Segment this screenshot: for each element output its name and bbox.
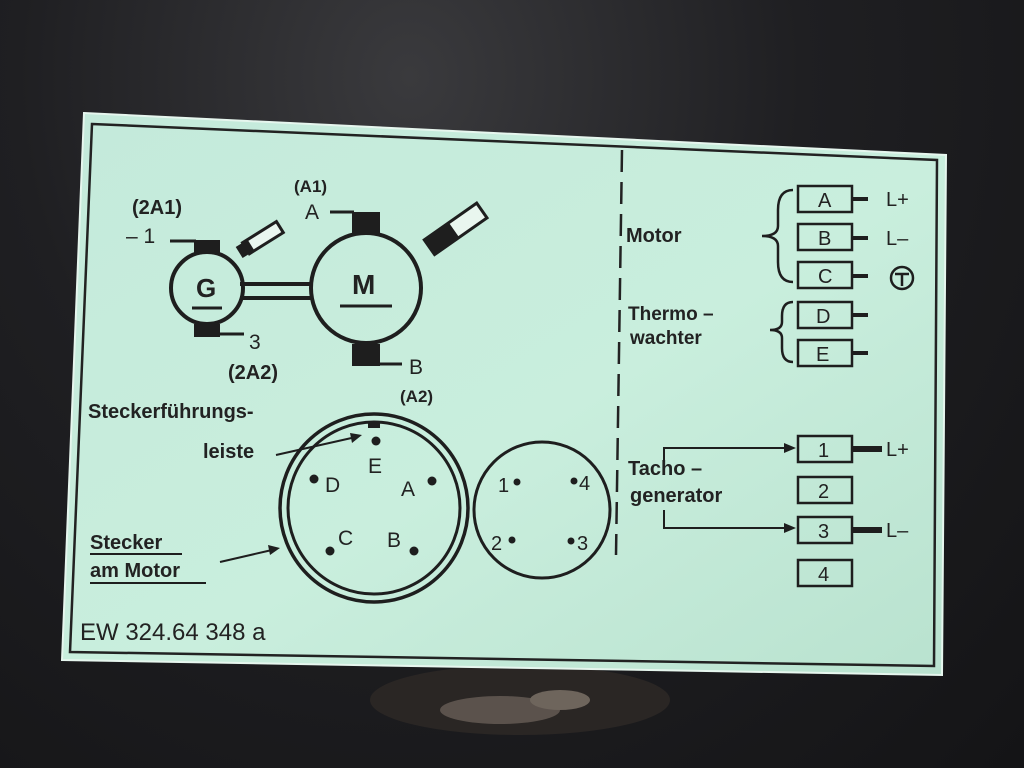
connector-caption-line1: Stecker [90,532,162,554]
label-3: 3 [249,331,261,354]
tacho-label-line2: generator [630,485,722,507]
label-2a2-paren: (2A2) [228,362,278,384]
terminal-1: 1 L+ [796,434,909,464]
terminal-3-sign: L– [886,520,909,542]
terminal-3-label: 3 [818,521,829,543]
connector-caption-line2: am Motor [90,560,180,582]
label-b: B [409,356,423,379]
pin-d: D [325,474,340,497]
label-2a1-paren: (2A1) [132,197,182,219]
terminal-c-label: C [818,266,832,288]
label-a2-paren: (A2) [400,387,433,406]
label-minus-1: – 1 [126,225,155,248]
terminal-4-label: 4 [818,564,829,586]
terminal-1-label: 1 [818,440,829,462]
pin-b: B [387,529,401,552]
terminal-c: C [796,260,915,291]
tacho-label-line1: Tacho – [628,458,702,480]
motor-group-label: Motor [626,225,682,247]
pin-4: 4 [579,473,590,495]
pin-3: 3 [577,533,588,555]
terminal-4: 4 [796,558,854,588]
connector-title-line2: leiste [203,441,254,463]
connector-diagram: Steckerführungs- leiste E D A C B 1 4 2 … [88,401,612,604]
thermo-label-line2: wachter [629,328,702,349]
generator-letter: G [196,273,216,303]
terminal-e-label: E [816,344,829,366]
pin-a: A [401,478,415,501]
terminal-b-sign: L– [886,228,909,250]
terminal-2-label: 2 [818,481,829,503]
label-a1-paren: (A1) [294,177,327,196]
thermo-label-line1: Thermo – [628,304,714,325]
plug-outer-ring [278,412,470,604]
ground-icon [889,265,915,291]
motor-letter: M [352,269,375,300]
terminal-3: 3 L– [796,515,909,545]
tacho-plug-ring [472,440,612,580]
motor-diagram: G M (A1) A (2A1) – 1 3 (2A2) B (A2) [126,177,490,406]
terminal-a: A L+ [796,184,909,214]
terminal-1-sign: L+ [886,439,909,461]
terminal-d: D [796,300,868,330]
terminal-b-label: B [818,228,831,250]
label-a: A [305,201,319,224]
label-border [68,122,939,668]
part-number: EW 324.64 348 a [80,619,266,646]
terminal-d-label: D [816,306,830,328]
pin-2: 2 [491,533,502,555]
terminal-2: 2 [796,475,854,505]
terminal-a-sign: L+ [886,189,909,211]
debris [370,665,670,735]
pin-1: 1 [498,475,509,497]
pin-e: E [368,455,382,478]
terminal-a-label: A [818,190,832,212]
divider-line [614,149,624,556]
terminal-strip: Motor A L+ B L– C Thermo – wachter [626,184,915,588]
terminal-e: E [796,338,868,368]
connector-title-line1: Steckerführungs- [88,401,254,423]
label-plate [60,111,948,677]
terminal-b: B L– [796,222,909,252]
pin-c: C [338,527,353,550]
